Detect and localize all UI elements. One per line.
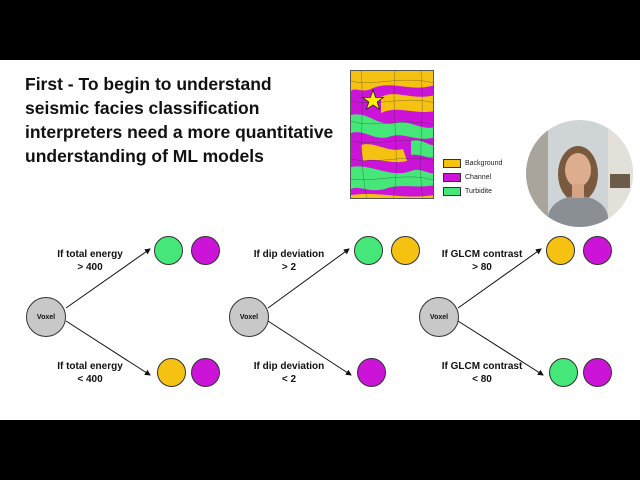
rule-threshold: > 80 — [472, 262, 492, 273]
rule-condition: If total energy — [57, 249, 123, 260]
branch-arrow — [267, 248, 350, 309]
star-marker-icon — [361, 88, 385, 111]
outcome-background — [157, 358, 186, 387]
branch-arrow — [457, 248, 542, 309]
rule-condition: If dip deviation — [253, 361, 325, 372]
outcome-channel — [191, 358, 220, 387]
rule-label-upper: If total energy > 400 — [35, 248, 145, 274]
slide-title: First - To begin to understand seismic f… — [25, 74, 334, 166]
slide: First - To begin to understand seismic f… — [0, 60, 640, 420]
legend-label: Turbidite — [465, 187, 492, 195]
branch-arrow — [65, 320, 151, 376]
outcome-channel — [583, 236, 612, 265]
outcome-channel — [583, 358, 612, 387]
rule-label-upper: If GLCM contrast > 80 — [427, 248, 537, 274]
branch-arrow — [267, 320, 352, 376]
rule-threshold: > 400 — [77, 262, 103, 273]
facies-legend: Background Channel Turbidite — [443, 156, 502, 198]
tree-connectors — [65, 248, 544, 376]
legend-label: Channel — [465, 173, 492, 181]
rule-threshold: < 2 — [281, 374, 297, 385]
rule-label-lower: If GLCM contrast < 80 — [427, 360, 537, 386]
voxel-node: Voxel — [229, 297, 269, 337]
outcome-channel — [191, 236, 220, 265]
rule-condition: If dip deviation — [253, 249, 325, 260]
voxel-node: Voxel — [26, 297, 66, 337]
branch-arrow — [457, 320, 544, 376]
rule-label-upper: If dip deviation > 2 — [234, 248, 344, 274]
rule-threshold: < 80 — [472, 374, 492, 385]
branch-arrow — [65, 248, 151, 309]
rule-condition: If GLCM contrast — [441, 361, 523, 372]
legend-item-turbidite: Turbidite — [443, 184, 502, 198]
rule-label-lower: If total energy < 400 — [35, 360, 145, 386]
outcome-turbidite — [354, 236, 383, 265]
outcome-turbidite — [549, 358, 578, 387]
legend-item-channel: Channel — [443, 170, 502, 184]
seismic-facies-map — [350, 70, 434, 199]
outcome-channel — [357, 358, 386, 387]
outcome-turbidite — [154, 236, 183, 265]
outcome-background — [391, 236, 420, 265]
rule-condition: If GLCM contrast — [441, 249, 523, 260]
legend-label: Background — [465, 159, 503, 167]
legend-swatch-turbidite — [443, 186, 461, 196]
voxel-node: Voxel — [419, 297, 459, 337]
decision-tree-diagram: Voxel If total energy > 400 If total ene… — [0, 60, 640, 420]
outcome-background — [546, 236, 575, 265]
rule-condition: If total energy — [57, 361, 123, 372]
legend-item-background: Background — [443, 156, 502, 170]
rule-threshold: > 2 — [281, 262, 297, 273]
legend-swatch-channel — [443, 172, 461, 182]
legend-swatch-background — [443, 158, 461, 168]
rule-label-lower: If dip deviation < 2 — [234, 360, 344, 386]
rule-threshold: < 400 — [77, 374, 103, 385]
